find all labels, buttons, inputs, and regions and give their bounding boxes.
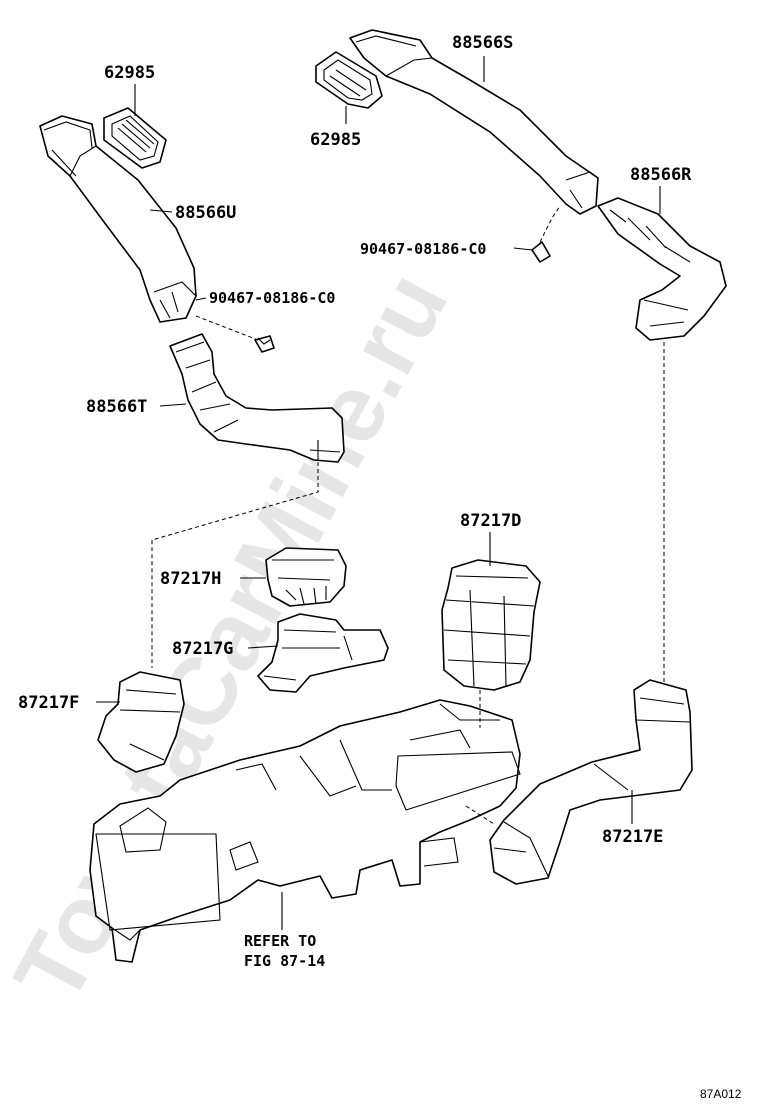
watermark: ToyotaCarMine.ru (0, 255, 468, 1020)
label-refer-line2: FIG 87-14 (244, 952, 325, 970)
connection-lines (151, 205, 665, 825)
part-62985-left-drawing (103, 107, 167, 169)
label-88566T: 88566T (86, 397, 147, 417)
heater-unit-assembly-drawing (89, 699, 521, 963)
label-87217G: 87217G (172, 639, 233, 659)
label-bolt-right: 90467-08186-C0 (360, 240, 486, 258)
label-87217H: 87217H (160, 569, 221, 589)
part-62985-right-drawing (315, 51, 383, 109)
bolt-right-drawing (531, 241, 551, 263)
label-87217F: 87217F (18, 693, 79, 713)
part-87217H-drawing (265, 547, 347, 607)
leader-lines (96, 56, 661, 930)
part-87217F-drawing (97, 671, 185, 773)
part-87217E-drawing (489, 679, 693, 885)
label-62985-left: 62985 (104, 63, 155, 83)
label-refer-line1: REFER TO (244, 932, 316, 950)
label-87217E: 87217E (602, 827, 663, 847)
part-87217G-drawing (257, 613, 389, 693)
label-88566U: 88566U (175, 203, 236, 223)
label-88566R: 88566R (630, 165, 692, 185)
label-88566S: 88566S (452, 33, 513, 53)
bolt-left-drawing (254, 335, 275, 353)
part-87217D-drawing (441, 559, 541, 691)
label-62985-right: 62985 (310, 130, 361, 150)
part-88566S-drawing (349, 29, 599, 215)
label-87217D: 87217D (460, 511, 521, 531)
part-88566T-drawing (169, 333, 345, 463)
label-bolt-left: 90467-08186-C0 (209, 289, 335, 307)
part-88566U-drawing (39, 115, 197, 323)
figure-code: 87A012 (700, 1087, 742, 1101)
part-88566R-drawing (597, 197, 727, 341)
